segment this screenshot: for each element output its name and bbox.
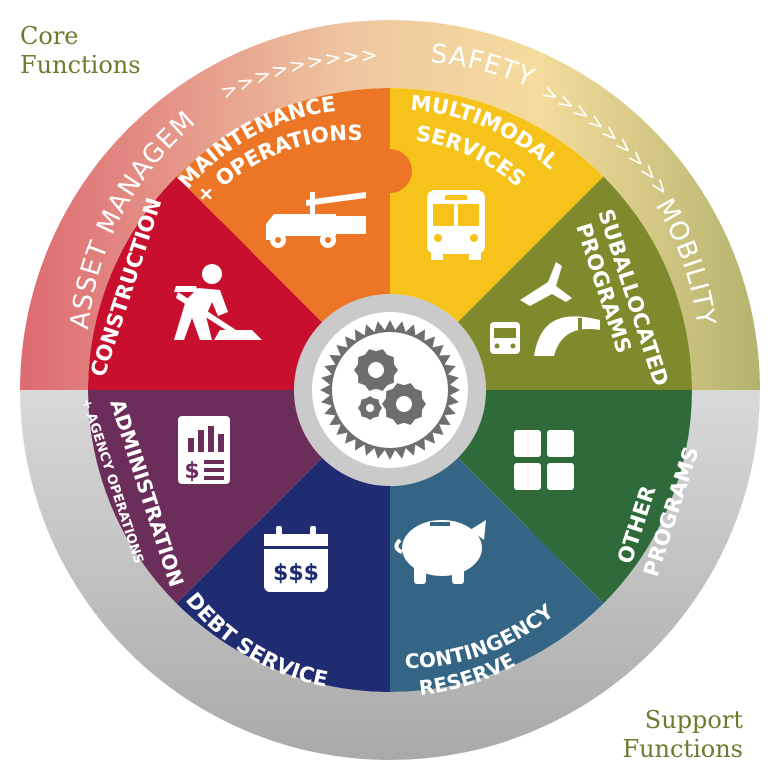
support-functions-ring — [20, 390, 760, 760]
airplane-bus-road-icon — [490, 262, 600, 356]
calendar-dollar-icon: $$$ — [264, 526, 328, 592]
segment-maintenance-operations — [176, 88, 390, 323]
calendar-text: $$$ — [273, 561, 319, 586]
gears-icon — [320, 320, 460, 460]
segment-multimodal-services — [390, 88, 604, 323]
support-label-line2: Functions — [622, 735, 743, 763]
support-functions-label: Support Functions — [622, 706, 743, 764]
piggy-bank-icon — [394, 520, 486, 584]
gear-hole — [396, 396, 412, 412]
core-label-line2: Functions — [20, 51, 141, 79]
segments-group — [88, 88, 692, 692]
worker-shovel-icon — [174, 264, 262, 340]
segment-construction — [88, 176, 323, 390]
svg-text:$: $ — [184, 459, 199, 484]
segment-maintenance-operations-puzzle-tab — [368, 149, 412, 193]
segment-contingency-reserve — [390, 457, 604, 692]
truck-icon — [266, 192, 366, 248]
bus-icon — [427, 190, 485, 260]
core-label-line1: Core — [20, 22, 79, 50]
core-functions-ring — [20, 20, 760, 390]
gear-hole — [366, 404, 374, 412]
grid-icon — [514, 430, 574, 490]
gear-hole — [368, 362, 384, 378]
support-label-line1: Support — [644, 706, 743, 734]
core-functions-label: Core Functions — [20, 22, 141, 80]
report-icon: $ — [178, 416, 230, 484]
segment-administration — [88, 390, 323, 604]
